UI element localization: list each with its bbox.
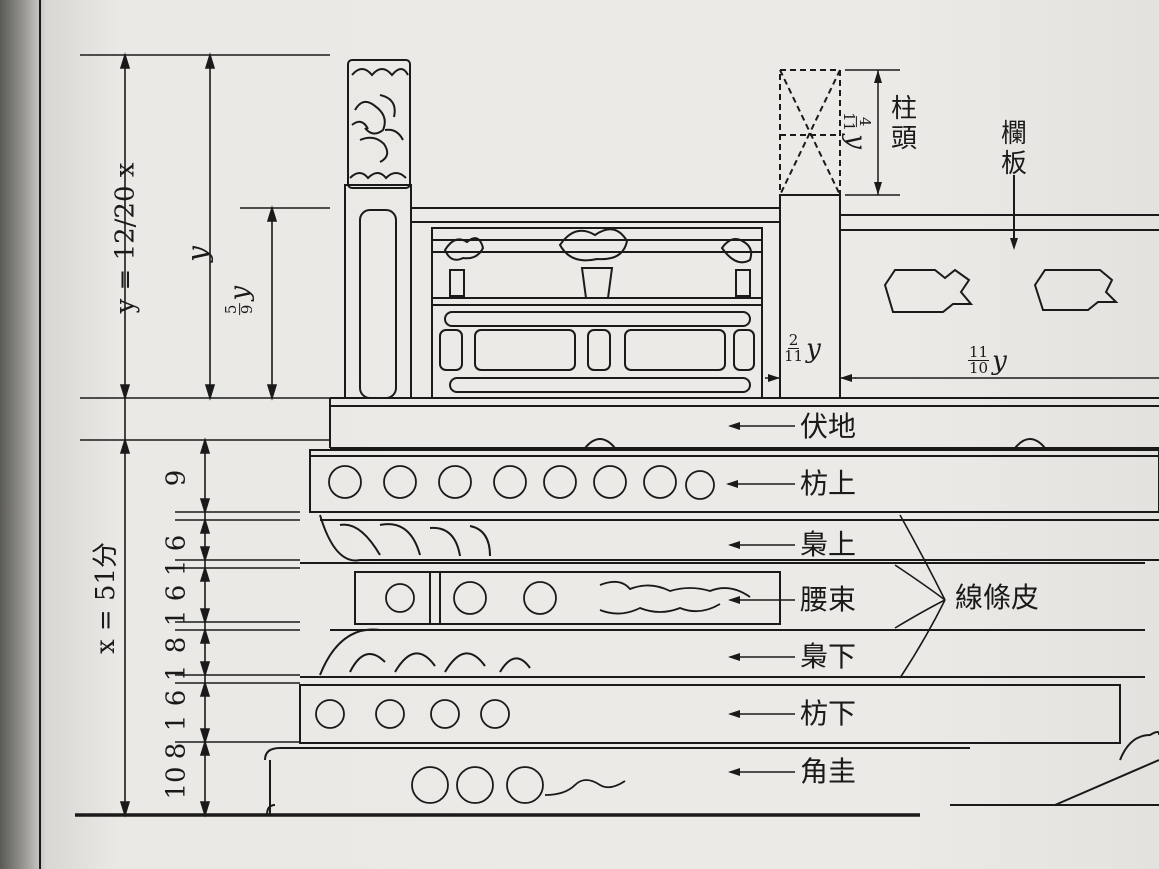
frac-variable: y <box>224 285 255 301</box>
frac-variable: y <box>841 134 872 149</box>
segment-number: 9 <box>161 469 192 487</box>
segment-number: 1 <box>161 609 192 627</box>
x-formula-label: x = 51分 <box>91 541 122 655</box>
segment-number: 6 <box>161 584 192 602</box>
xiantiaopi-label: 線條皮 <box>955 581 1040 614</box>
segment-number: 6 <box>161 689 192 707</box>
frac-denominator: 11 <box>784 347 804 365</box>
segment-number: 1 <box>161 714 192 732</box>
fangshang-label: 枋上 <box>800 467 857 500</box>
base-layers <box>264 397 1159 816</box>
segment-number: 1 <box>161 664 192 682</box>
frac-denominator: 10 <box>969 359 989 377</box>
frac-denominator: 9 <box>238 304 257 315</box>
ornaments <box>315 465 751 804</box>
segment-number: 8 <box>161 636 192 654</box>
segment-number: 6 <box>161 534 192 552</box>
y-formula-label: y = 12/20 x <box>110 162 141 314</box>
xiaoxia-label: 梟下 <box>800 640 857 673</box>
frac-numerator: 2 <box>787 331 800 349</box>
balustrade-panel <box>411 207 780 399</box>
leader-arrows <box>726 422 946 776</box>
segment-number: 8 <box>161 742 192 760</box>
frac-numerator: 4 <box>855 115 874 128</box>
segment-number: 10 <box>161 766 192 800</box>
left-post <box>344 59 412 399</box>
fudi-label: 伏地 <box>800 410 857 443</box>
jiaogui-label: 角圭 <box>800 755 857 788</box>
frac-numerator: 11 <box>968 343 990 361</box>
frac-variable: y <box>992 345 1007 376</box>
xiaoshang-label: 梟上 <box>800 528 857 561</box>
segment-number: 1 <box>161 559 192 577</box>
fangxia-label: 枋下 <box>800 697 857 730</box>
zhutou-label: 柱頭 <box>890 94 917 154</box>
y-dim-label: y <box>180 246 214 262</box>
frac-denominator: 11 <box>839 112 858 132</box>
right-railing <box>840 175 1159 379</box>
dimension-lines <box>80 52 330 818</box>
frac-variable: y <box>806 333 821 364</box>
yaoshu-label: 腰束 <box>800 583 857 616</box>
lanban-label: 欄板 <box>1000 119 1027 179</box>
